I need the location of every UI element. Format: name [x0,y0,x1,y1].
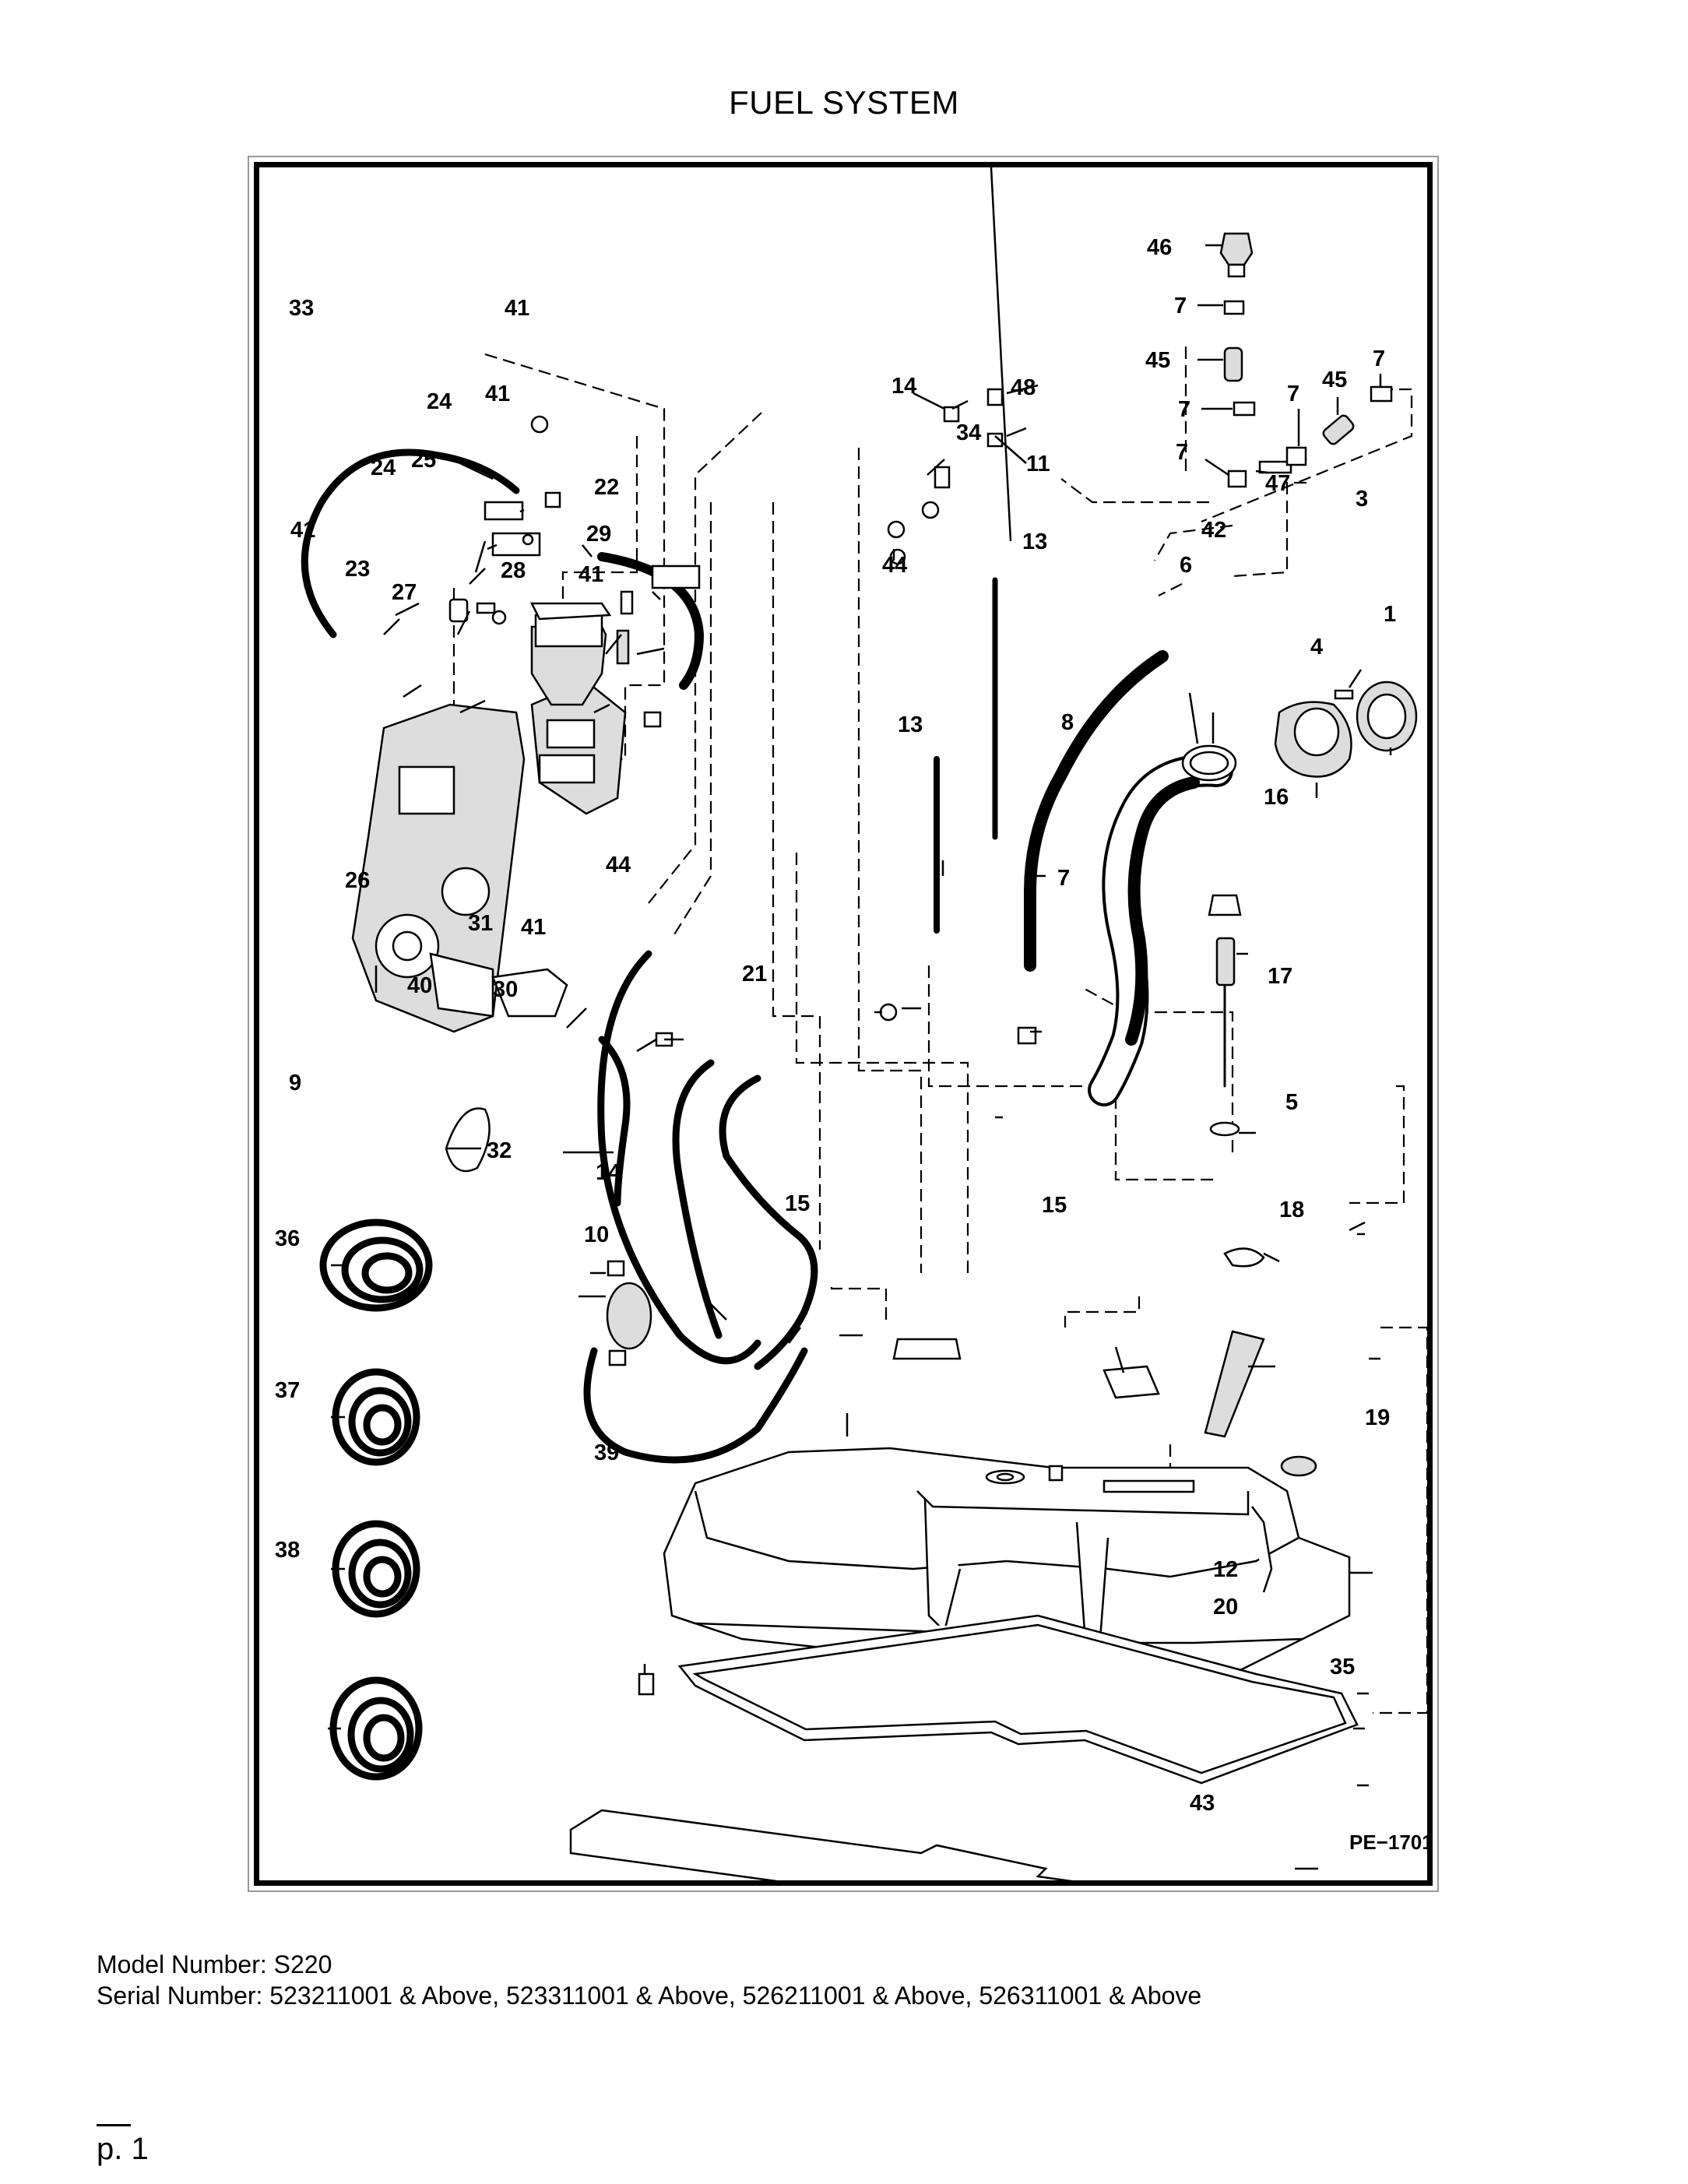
callout-42: 42 [1201,518,1226,543]
fuel-tank [663,1447,1351,1672]
callout-3: 3 [1356,487,1368,512]
callout-28: 28 [501,558,526,583]
callout-5: 5 [1285,1090,1298,1115]
coiled-hose-38 [329,1676,423,1781]
callout-21: 21 [742,962,767,986]
callout-19: 19 [1365,1405,1390,1430]
hose-21-a [672,1059,723,1339]
hose-8 [1024,650,1169,972]
callout-7: 7 [1287,382,1299,406]
callout-15: 15 [1042,1193,1067,1218]
callout-4: 4 [1310,635,1323,659]
callout-7: 7 [1174,294,1187,318]
callout-18: 18 [1279,1198,1304,1222]
callout-10: 10 [584,1222,609,1247]
callout-1: 1 [1384,602,1396,627]
page-number: p. 1 [97,2132,149,2166]
model-number: Model Number: S220 [97,1950,332,1978]
callout-29: 29 [586,522,611,547]
callout-30: 30 [493,977,518,1002]
callout-9: 9 [289,1071,301,1096]
hoses [301,448,1233,1464]
callout-23: 23 [345,557,370,582]
callout-41: 41 [290,518,315,543]
callout-25: 25 [411,448,436,473]
callout-41: 41 [505,296,529,321]
callout-32: 32 [487,1138,512,1163]
callout-39: 39 [594,1440,619,1465]
callout-24: 24 [371,455,396,480]
callout-11: 11 [1026,452,1050,477]
callout-34: 34 [956,420,981,445]
callout-45: 45 [1145,348,1170,373]
callout-48: 48 [1011,375,1036,400]
callout-7: 7 [1176,440,1188,465]
hose-29 [597,552,704,690]
callout-13: 13 [1022,529,1047,554]
callout-6: 6 [1180,553,1192,578]
callout-7: 7 [1057,866,1070,891]
callout-8: 8 [1061,710,1074,735]
serial-number: Serial Number: 523211001 & Above, 523311… [97,1982,1202,2010]
callout-33: 33 [289,296,314,321]
callout-14: 14 [596,1160,621,1185]
hose-6-shade [1125,776,1200,1046]
callout-7: 7 [1373,346,1385,371]
callout-40: 40 [407,973,432,998]
callout-41: 41 [485,382,510,406]
hose-14 [597,950,761,1365]
callout-31: 31 [468,911,493,936]
callout-22: 22 [594,475,619,500]
dashed-connection-lines [390,346,1427,1714]
callout-36: 36 [275,1226,300,1251]
fuel-system-diagram: 46 7 45 7 7 7 45 7 47 3 42 6 2 1 4 14 48… [275,167,1427,1880]
callout-16: 16 [1264,785,1289,810]
callout-46: 46 [1147,235,1172,260]
callout-41: 41 [578,562,603,587]
fuel-filter-assembly [448,415,701,728]
coiled-hoses [319,1219,433,1781]
callout-45: 45 [1322,368,1347,392]
diagram-frame [254,162,1433,1886]
diagram-frame-outer [248,156,1439,1892]
engine-assembly [351,680,627,1033]
callout-7: 7 [1178,397,1190,422]
callout-47: 47 [1265,471,1290,496]
hose-30 [598,1036,631,1207]
callout-41: 41 [521,915,546,940]
coiled-hose-9 [319,1219,433,1312]
callout-13: 13 [898,712,923,737]
callout-14: 14 [891,374,916,399]
callout-44: 44 [606,853,631,877]
tank-seal-and-plate [569,1614,1359,1880]
coiled-hose-36 [332,1368,420,1466]
callout-17: 17 [1268,964,1292,989]
small-parts [445,232,1418,1743]
callout-43: 43 [1190,1791,1215,1816]
callout-44: 44 [882,553,907,578]
callout-38: 38 [275,1538,300,1563]
page-number-rule [97,2124,131,2126]
leader-lines [328,167,1392,1870]
callout-15: 15 [785,1191,810,1216]
callout-26: 26 [345,868,370,893]
callout-12: 12 [1213,1557,1238,1582]
hose-10 [583,1347,808,1464]
page-title: FUEL SYSTEM [729,84,959,121]
callout-20: 20 [1213,1595,1238,1620]
coiled-hose-37 [332,1520,420,1618]
hose-21-b [719,1074,818,1370]
hose-33 [301,448,520,638]
drawing-code: PE−1701 [1349,1831,1427,1854]
callout-27: 27 [392,580,417,605]
callout-37: 37 [275,1378,300,1403]
callout-24: 24 [427,389,452,414]
callout-labels: 46 7 45 7 7 7 45 7 47 3 42 6 2 1 4 14 48… [275,235,1427,1854]
callout-35: 35 [1330,1655,1355,1679]
